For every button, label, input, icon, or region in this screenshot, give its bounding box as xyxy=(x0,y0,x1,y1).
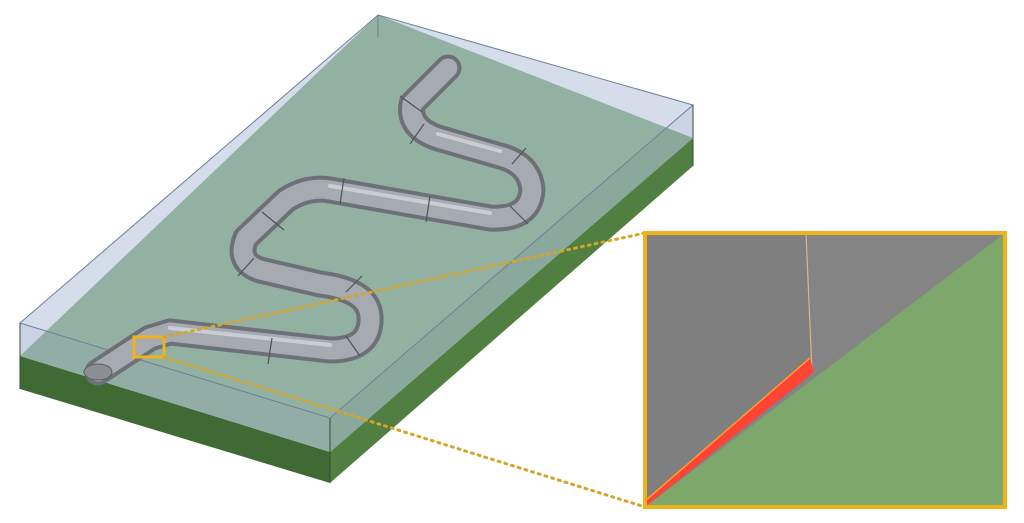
zoom-frame xyxy=(643,231,1007,509)
pipe-seams xyxy=(237,95,529,365)
zoom-seam-line xyxy=(805,233,813,373)
zoom-box-icon xyxy=(132,335,166,359)
zoom-inset xyxy=(643,231,1007,509)
cover-front-face xyxy=(20,323,330,452)
zoom-shade-region xyxy=(645,233,812,507)
cover-top-face xyxy=(20,15,693,418)
leader-line-top xyxy=(162,231,647,339)
substrate-front-face xyxy=(20,356,330,483)
defect-highlight xyxy=(645,358,814,507)
substrate-right-face xyxy=(330,138,693,483)
zoom-green-region xyxy=(645,233,1005,507)
dotted-leader-line-icon xyxy=(162,231,647,509)
pipe-end-cap xyxy=(83,363,113,381)
defect-edge xyxy=(645,357,811,502)
cover-block xyxy=(19,14,695,483)
leader-line-bottom xyxy=(162,355,647,509)
cover-right-face xyxy=(330,105,693,452)
serpentine-pipe xyxy=(83,54,546,386)
pipe-shine xyxy=(168,132,502,347)
pipe-highlight xyxy=(88,58,542,382)
